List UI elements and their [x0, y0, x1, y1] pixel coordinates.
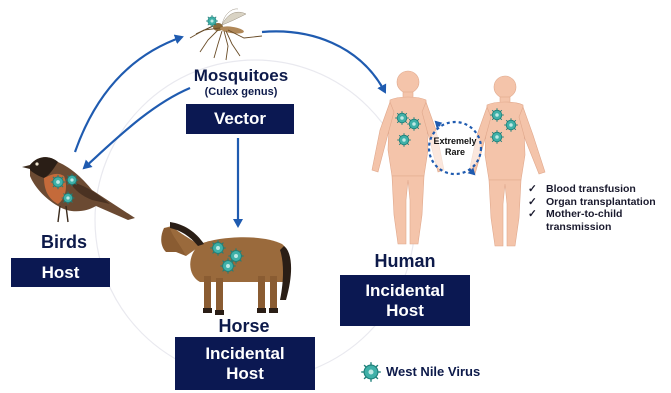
- transmission-routes-list: ✓ Blood transfusion ✓ Organ transplantatio…: [528, 183, 656, 233]
- check-icon: ✓: [528, 196, 537, 209]
- bird-illustration: [22, 157, 135, 222]
- extremely-rare-line2: Rare: [425, 147, 485, 158]
- transmission-route-text: Blood transfusion: [546, 183, 636, 195]
- vector-label-box: Vector: [186, 104, 294, 134]
- human-incidental-host-box: Incidental Host: [340, 275, 470, 326]
- birds-host-box: Host: [11, 258, 110, 287]
- extremely-rare-label: Extremely Rare: [425, 136, 485, 158]
- mosquito-title: Mosquitoes: [176, 66, 306, 86]
- legend-label: West Nile Virus: [386, 364, 480, 379]
- transmission-route-item: ✓ Organ transplantation: [528, 196, 656, 209]
- horse-illustration: [161, 222, 291, 315]
- transmission-route-text: Mother-to-child: [546, 208, 622, 220]
- transmission-route-text: Organ transplantation: [546, 196, 656, 208]
- cycle-arrow-top: [436, 122, 440, 126]
- check-icon: ✓: [528, 208, 537, 221]
- check-icon: ✓: [528, 183, 537, 196]
- horse-role-line2: Host: [226, 364, 264, 384]
- transmission-route-text: transmission: [546, 221, 611, 233]
- mosquito-subtitle: (Culex genus): [176, 86, 306, 98]
- horse-role-line1: Incidental: [205, 344, 284, 364]
- human-role-line1: Incidental: [365, 281, 444, 301]
- transmission-route-item: ✓ Blood transfusion: [528, 183, 656, 196]
- birds-title: Birds: [14, 232, 114, 253]
- human-role-line2: Host: [386, 301, 424, 321]
- transmission-route-item: ✓ Mother-to-child: [528, 208, 656, 221]
- human-title: Human: [346, 251, 464, 272]
- mosquito-illustration: [190, 9, 262, 60]
- transmission-route-item: transmission: [528, 221, 656, 234]
- horse-title: Horse: [195, 316, 293, 337]
- virus-icon: [361, 362, 381, 382]
- arrow-birds-to-mosquito: [75, 37, 182, 152]
- horse-incidental-host-box: Incidental Host: [175, 337, 315, 390]
- extremely-rare-line1: Extremely: [425, 136, 485, 147]
